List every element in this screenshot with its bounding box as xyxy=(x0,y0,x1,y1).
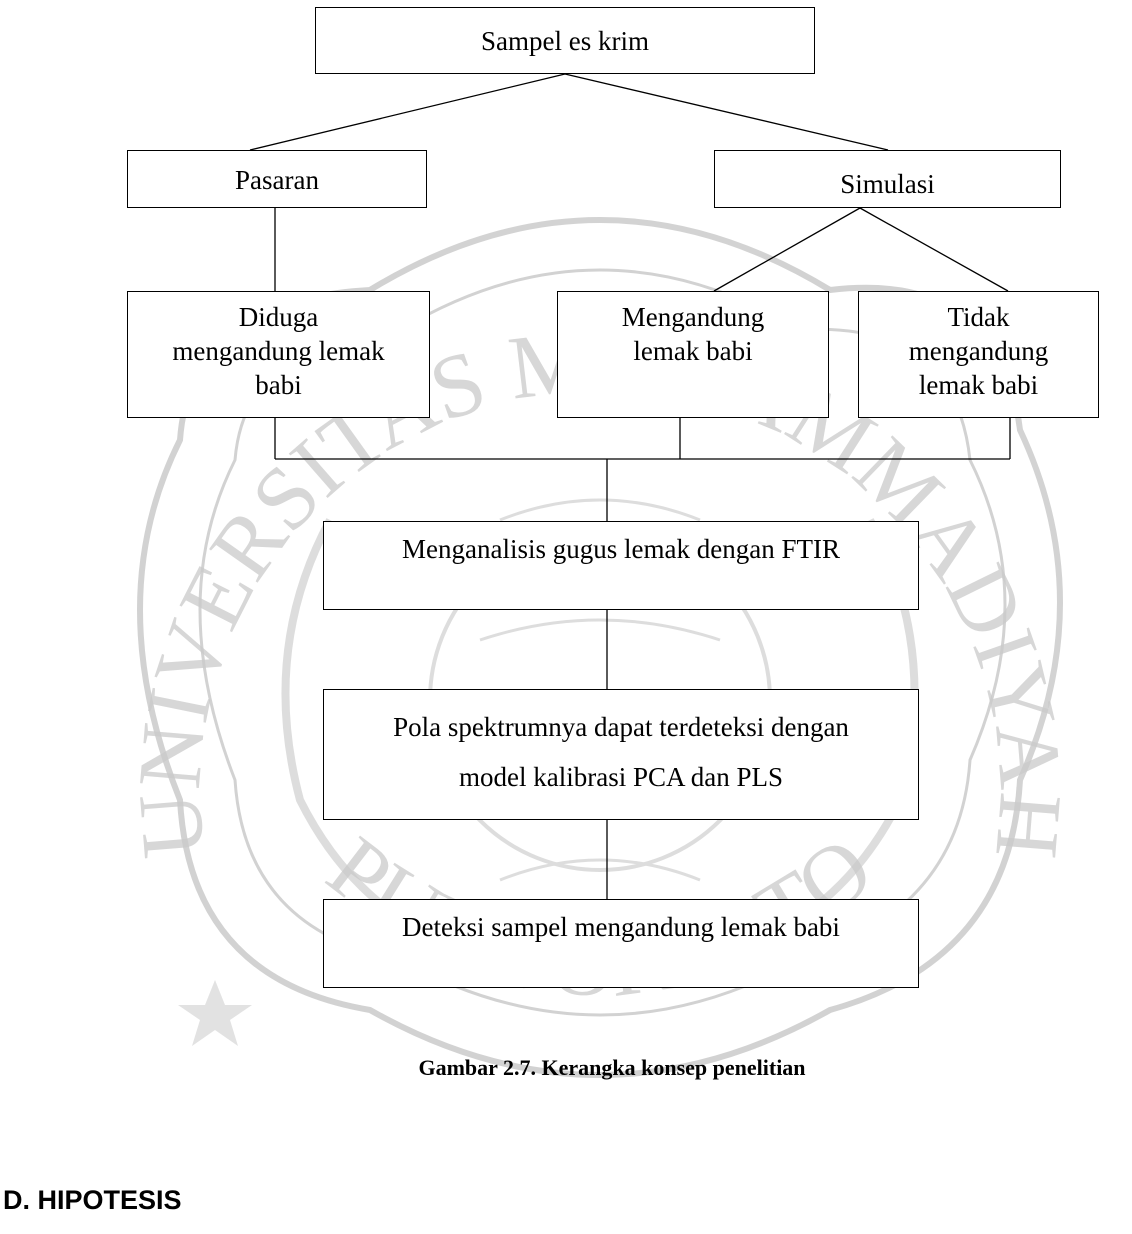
node-label-line: Mengandung xyxy=(621,302,765,332)
figure-caption: Gambar 2.7. Kerangka konsep penelitian xyxy=(418,1055,806,1080)
node-label: Deteksi sampel mengandung lemak babi xyxy=(402,912,840,942)
node-analisis-ftir: Menganalisis gugus lemak dengan FTIR xyxy=(323,521,919,610)
node-label-line: lemak babi xyxy=(633,336,753,366)
node-mengandung-lemak-babi: Mengandung lemak babi xyxy=(557,291,829,418)
node-label: Menganalisis gugus lemak dengan FTIR xyxy=(402,534,840,564)
node-label: Sampel es krim xyxy=(481,26,649,56)
node-sampel-es-krim: Sampel es krim xyxy=(315,7,815,74)
section-heading: D. HIPOTESIS xyxy=(3,1185,182,1215)
node-pola-spektrum: Pola spektrumnya dapat terdeteksi dengan… xyxy=(323,689,919,820)
node-simulasi: Simulasi xyxy=(714,150,1061,208)
node-label: Simulasi xyxy=(840,169,935,199)
node-label-line: babi xyxy=(255,370,302,400)
node-label: Pasaran xyxy=(235,165,319,195)
node-label-line: Pola spektrumnya dapat terdeteksi dengan xyxy=(393,712,849,742)
node-pasaran: Pasaran xyxy=(127,150,427,208)
node-diduga-mengandung-lemak-babi: Diduga mengandung lemak babi xyxy=(127,291,430,418)
node-label-line: mengandung lemak xyxy=(172,336,385,366)
node-label-line: model kalibrasi PCA dan PLS xyxy=(459,762,783,792)
node-label-line: mengandung xyxy=(908,336,1049,366)
node-label-line: lemak babi xyxy=(918,370,1039,400)
node-label-line: Tidak xyxy=(947,302,1010,332)
node-label-line: Diduga xyxy=(238,302,319,332)
node-tidak-mengandung-lemak-babi: Tidak mengandung lemak babi xyxy=(858,291,1099,418)
node-deteksi-sampel: Deteksi sampel mengandung lemak babi xyxy=(323,899,919,988)
